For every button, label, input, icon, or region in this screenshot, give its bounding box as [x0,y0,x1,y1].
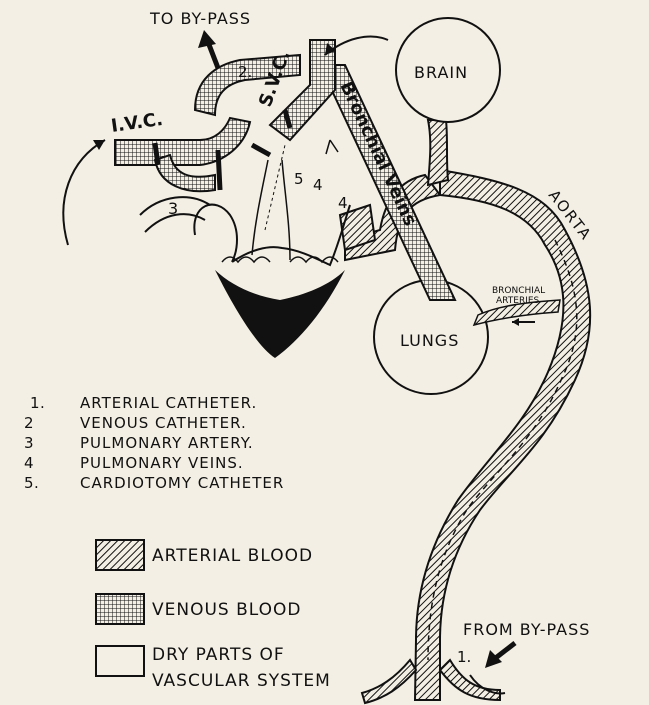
catheter-1-marker: 1. [457,648,471,666]
iliac-branch-left [362,660,416,703]
ventricle-cavity [215,270,345,358]
vein-4b-marker: 4 [338,194,348,212]
artery-3-marker: 3 [168,199,178,218]
legend-text: PULMONARY ARTERY. [80,434,254,452]
arterial-key-label: ARTERIAL BLOOD [152,543,313,569]
return-arrow-left [63,140,105,245]
legend-num: 3 [24,434,34,452]
flow-arrowhead [326,140,338,154]
legend-num: 1. [30,394,45,412]
cardiotomy-catheter [252,160,290,260]
to-bypass-arrow-icon [208,42,218,68]
dry-key-label-1: DRY PARTS OF [152,642,285,668]
bronchial-arteries-label-2: ARTERIES [496,296,540,306]
catheter-2-marker: 2. [238,63,252,81]
legend-text: ARTERIAL CATHETER. [80,394,257,412]
legend-text: PULMONARY VEINS. [80,454,244,472]
iliac-branch [440,660,500,700]
venous-key-label: VENOUS BLOOD [152,597,302,623]
legend-num: 2 [24,414,34,432]
from-bypass-label: FROM BY-PASS [463,620,590,639]
brain-label: BRAIN [414,63,468,82]
heart-outline [194,205,350,265]
bronchial-arrowhead [512,318,519,326]
vein-4a-marker: 4 [313,176,323,194]
lungs-label: LUNGS [400,331,459,350]
legend-text: VENOUS CATHETER. [80,414,247,432]
legend-text: CARDIOTOMY CATHETER [80,474,284,492]
dry-key-label-2: VASCULAR SYSTEM [152,668,331,694]
to-bypass-label: TO BY-PASS [149,9,251,28]
catheter-5-marker: 5 [294,170,304,188]
flow-arrow-dotted [265,145,285,230]
carotid-arteries [428,120,448,185]
legend-num: 5. [24,474,39,492]
bronchial-arteries-label-1: BRONCHIAL [492,286,545,296]
legend-num: 4 [24,454,34,472]
ivc-label: I.V.C. [110,109,164,137]
